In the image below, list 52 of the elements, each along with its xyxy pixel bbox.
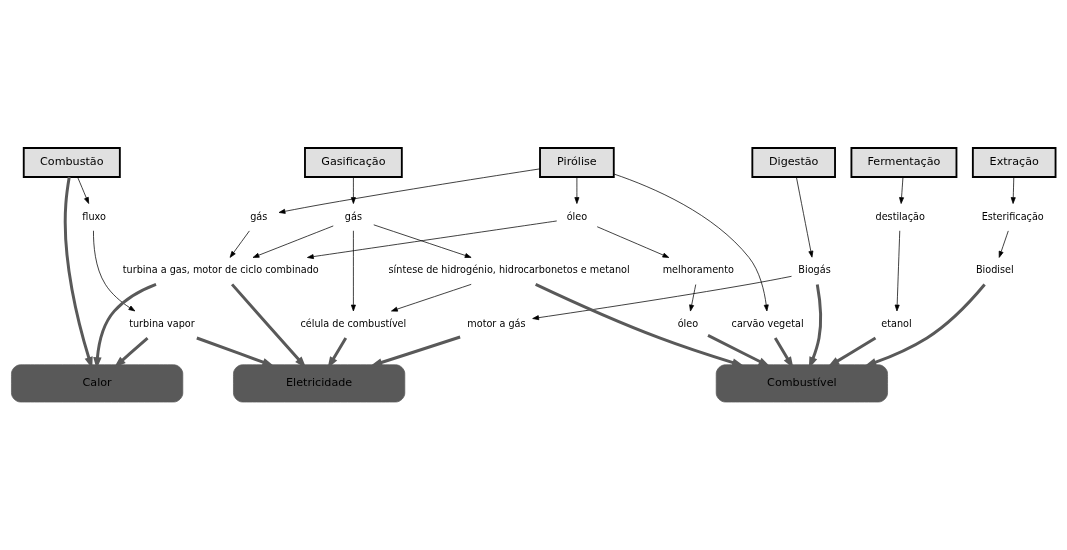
node-text: Biodisel (975, 264, 1014, 276)
arrow (370, 335, 461, 367)
node-text: óleo (677, 318, 699, 330)
node-text: etanol (881, 318, 912, 330)
node-text: síntese de hidrogénio, hidrocarbonetos e metanol (388, 264, 630, 276)
arrow (574, 176, 580, 204)
arrow (77, 176, 90, 204)
arrow (114, 336, 149, 368)
node-text: óleo (566, 210, 588, 222)
node-text: carvão vegetal (731, 318, 804, 330)
arrow (707, 334, 771, 367)
node-text: motor a gás (467, 318, 526, 330)
arrow (998, 230, 1009, 258)
node-box: Pirólise (539, 147, 615, 178)
arrow (373, 224, 472, 258)
arrow (532, 275, 792, 321)
arrow (689, 284, 697, 312)
arrow (196, 336, 275, 367)
node-text: gás (250, 210, 268, 222)
arrow (613, 173, 769, 312)
node-text: turbina a gas, motor de ciclo combinado (122, 264, 319, 276)
arrow (827, 336, 877, 368)
node-box: Gasificação (304, 147, 403, 178)
arrow (796, 176, 814, 258)
node-box: Eletricidade (233, 364, 406, 403)
arrow (278, 168, 541, 214)
node-box: Combustão (22, 147, 121, 178)
node-text: turbina vapor (129, 318, 195, 330)
arrow (391, 283, 472, 312)
node-text: Esterificação (981, 210, 1044, 222)
arrow (252, 225, 334, 258)
node-box: Fermentação (850, 147, 958, 178)
arrow (899, 176, 904, 204)
arrow (93, 230, 136, 312)
arrow (894, 230, 901, 312)
arrow (1010, 176, 1016, 204)
node-text: melhoramento (662, 264, 734, 276)
node-box: Combustível (715, 364, 888, 403)
node-text: célula de combustível (300, 318, 407, 330)
arrow (350, 230, 356, 312)
arrow (229, 230, 250, 258)
node-box: Digestão (751, 147, 836, 178)
node-text: gás (344, 210, 362, 222)
arrow (864, 283, 986, 367)
node-box: Extração (971, 147, 1057, 178)
arrow (535, 283, 745, 367)
node-text: Biogás (798, 264, 831, 276)
node-text: destilação (875, 210, 925, 222)
arrow (307, 220, 558, 260)
node-box: Calor (11, 364, 184, 403)
node-text: fluxo (82, 210, 106, 222)
arrow (596, 226, 670, 258)
